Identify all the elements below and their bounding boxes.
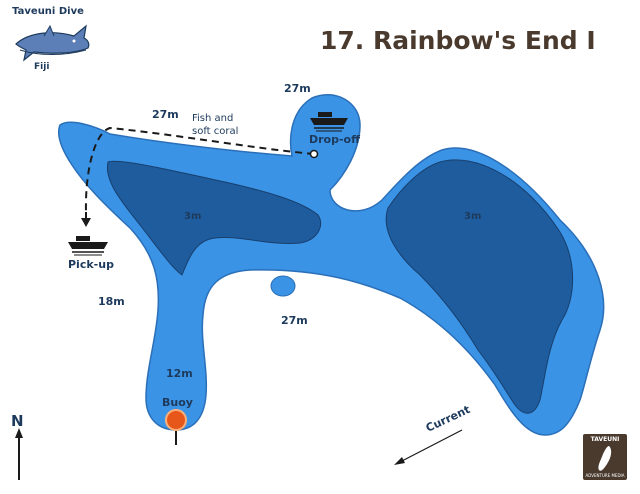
shallow-area-left [106, 160, 322, 276]
fish-coral-label-1: Fish and [192, 113, 233, 124]
buoy-marker-icon [165, 409, 187, 431]
badge-top-text: TAVEUNI [590, 436, 620, 443]
depth-label-stem: 12m [166, 367, 193, 380]
badge-bottom-text: ADVENTURE MEDIA [585, 473, 625, 478]
buoy-label: Buoy [162, 396, 193, 409]
shark-icon [15, 24, 90, 62]
publisher-badge: TAVEUNI ADVENTURE MEDIA [583, 434, 627, 480]
north-label: N [11, 412, 24, 430]
north-arrow-icon [15, 428, 23, 438]
depth-label-top-right: 27m [284, 82, 311, 95]
page-title: 17. Rainbow's End I [320, 26, 596, 55]
route-arrow-icon [81, 218, 91, 227]
dive-route-line [84, 126, 315, 213]
depth-label-bottom-middle: 27m [281, 314, 308, 327]
depth-label-right-lobe: 3m [464, 211, 481, 222]
current-arrow-icon [394, 457, 405, 465]
logo-country: Fiji [34, 62, 50, 72]
small-reef [270, 275, 296, 297]
depth-label-left-side: 18m [98, 295, 125, 308]
island-icon [598, 446, 612, 471]
current-arrow-line [399, 429, 463, 463]
depth-label-left-lobe: 3m [184, 211, 201, 222]
pick-up-boat-icon [68, 236, 108, 256]
current-label: Current [424, 403, 472, 435]
pick-up-label: Pick-up [68, 258, 114, 271]
depth-label-top-left: 27m [152, 108, 179, 121]
drop-off-marker [309, 149, 319, 159]
fish-coral-label-2: soft coral [192, 126, 238, 137]
drop-off-boat-icon [310, 112, 348, 132]
logo-name: Taveuni Dive [12, 6, 84, 17]
shallow-area-right [385, 159, 574, 414]
drop-off-label: Drop-off [309, 133, 360, 146]
